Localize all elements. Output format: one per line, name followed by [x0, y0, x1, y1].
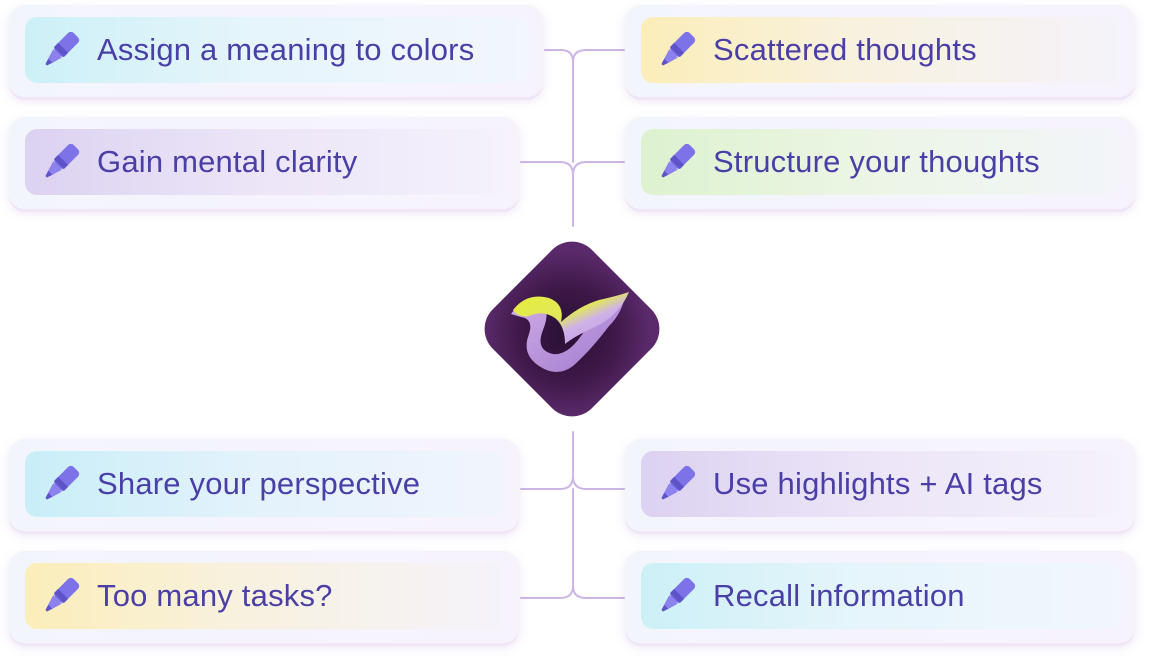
item-card-too-many-tasks[interactable]: Too many tasks?: [9, 551, 519, 643]
item-pill: Recall information: [641, 563, 1121, 629]
item-pill: Use highlights + AI tags: [641, 451, 1121, 517]
highlighter-icon: [37, 26, 85, 74]
center-logo: [469, 226, 675, 432]
item-card-assign-meaning[interactable]: Assign a meaning to colors: [9, 5, 543, 97]
highlighter-icon: [653, 460, 701, 508]
item-card-recall-information[interactable]: Recall information: [625, 551, 1135, 643]
highlighter-icon: [37, 138, 85, 186]
highlighter-icon: [37, 460, 85, 508]
item-label: Gain mental clarity: [97, 144, 358, 179]
item-pill: Gain mental clarity: [25, 129, 505, 195]
item-label: Recall information: [713, 578, 965, 613]
item-pill: Assign a meaning to colors: [25, 17, 529, 83]
item-label: Share your perspective: [97, 466, 421, 501]
item-card-structure-thoughts[interactable]: Structure your thoughts: [625, 117, 1135, 209]
item-label: Assign a meaning to colors: [97, 32, 475, 67]
item-label: Use highlights + AI tags: [713, 466, 1043, 501]
item-card-highlights-ai-tags[interactable]: Use highlights + AI tags: [625, 439, 1135, 531]
highlighter-icon: [653, 138, 701, 186]
item-label: Structure your thoughts: [713, 144, 1040, 179]
highlighter-icon: [37, 572, 85, 620]
ribbon-logo-icon: [484, 241, 660, 417]
item-pill: Too many tasks?: [25, 563, 505, 629]
item-card-scattered-thoughts[interactable]: Scattered thoughts: [625, 5, 1135, 97]
highlighter-icon: [653, 26, 701, 74]
item-card-share-perspective[interactable]: Share your perspective: [9, 439, 519, 531]
item-pill: Structure your thoughts: [641, 129, 1121, 195]
item-pill: Share your perspective: [25, 451, 505, 517]
item-label: Too many tasks?: [97, 578, 333, 613]
item-label: Scattered thoughts: [713, 32, 977, 67]
item-pill: Scattered thoughts: [641, 17, 1121, 83]
highlighter-icon: [653, 572, 701, 620]
item-card-gain-clarity[interactable]: Gain mental clarity: [9, 117, 519, 209]
